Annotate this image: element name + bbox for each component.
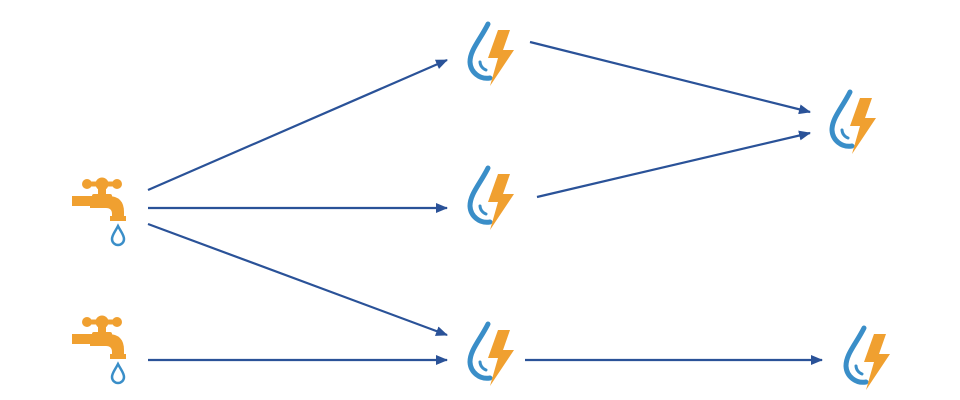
edge-source-1-to-node-top [147, 58, 448, 192]
edges-group [147, 40, 823, 365]
water-drop-lightning-icon [470, 324, 514, 386]
edge-node-middle-to-node-right-top [536, 130, 811, 199]
edge-source-1-to-node-bottom [147, 222, 448, 337]
sources-group [72, 176, 128, 385]
water-drop-lightning-icon [832, 92, 876, 154]
edge-node-top-to-node-right-top [529, 40, 811, 115]
water-drop-lightning-icon [846, 328, 890, 390]
water-tap-icon [72, 314, 128, 385]
water-tap-icon [72, 176, 128, 247]
water-drop-lightning-icon [470, 24, 514, 86]
water-drop-lightning-icon [470, 168, 514, 230]
